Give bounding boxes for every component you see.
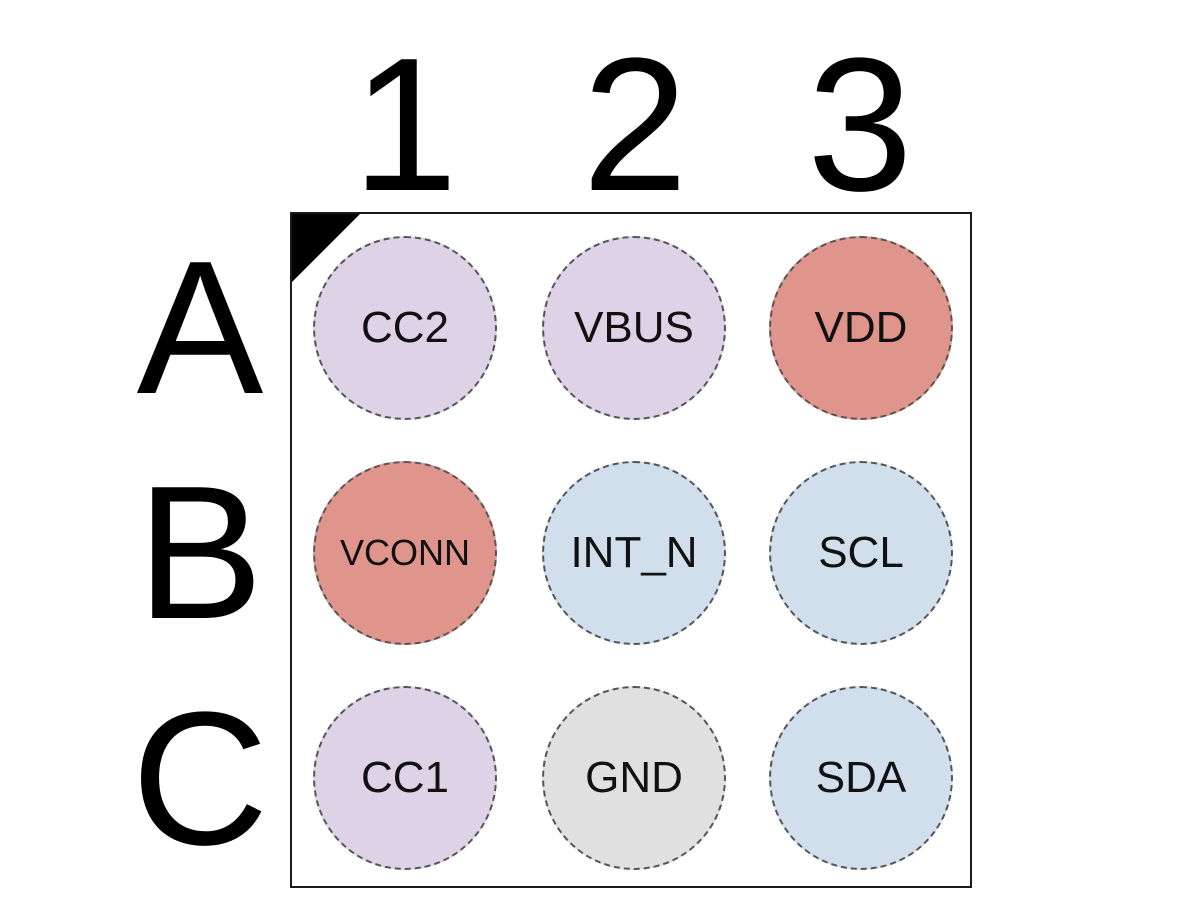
- pin-c3: SDA: [769, 686, 953, 870]
- package-outline: CC2 VBUS VDD VCONN INT_N SCL CC1 GND SDA: [290, 212, 972, 888]
- pin-b3: SCL: [769, 461, 953, 645]
- pin-b2: INT_N: [542, 461, 726, 645]
- row-label-c: C: [131, 673, 269, 885]
- pin-a2: VBUS: [542, 236, 726, 420]
- pin-a3: VDD: [769, 236, 953, 420]
- column-label-2: 2: [582, 19, 688, 231]
- pin-a1: CC2: [313, 236, 497, 420]
- pin-c2: GND: [542, 686, 726, 870]
- row-label-a: A: [136, 222, 264, 434]
- column-label-3: 3: [807, 19, 913, 231]
- row-label-b: B: [136, 447, 264, 659]
- pin-c1: CC1: [313, 686, 497, 870]
- pin-b1: VCONN: [313, 461, 497, 645]
- column-label-1: 1: [352, 19, 458, 231]
